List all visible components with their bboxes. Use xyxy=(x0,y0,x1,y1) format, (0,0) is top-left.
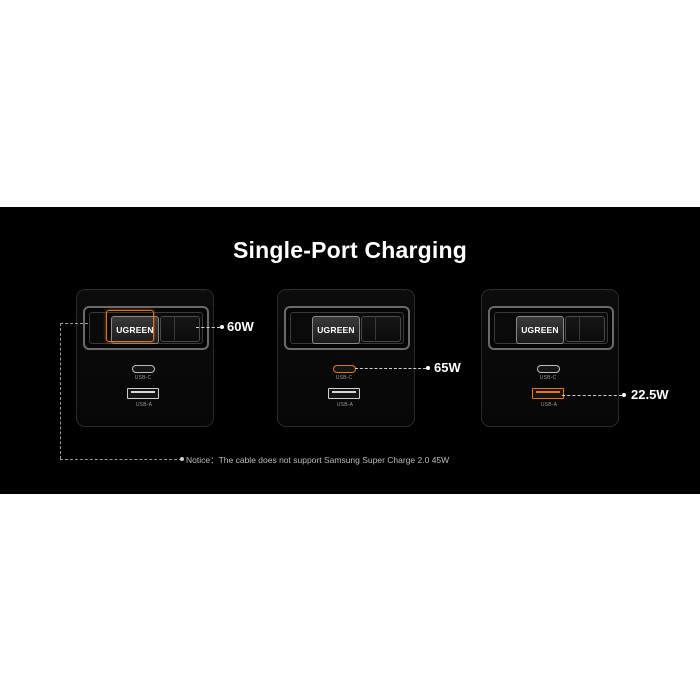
notice-connector-bottom xyxy=(60,459,182,460)
callout-line-3 xyxy=(562,395,622,396)
usb-a-label: USB-A xyxy=(336,402,354,408)
stored-cable xyxy=(361,316,401,342)
charger-unit-3: UGREEN USB-C USB-A xyxy=(481,289,619,429)
cable-seam xyxy=(174,316,175,340)
charger-body: UGREEN USB-C USB-A xyxy=(76,289,214,427)
brand-logo: UGREEN xyxy=(312,316,360,344)
watt-label-3: 22.5W xyxy=(631,387,669,402)
usb-a-label: USB-A xyxy=(540,402,558,408)
charger-top-edge xyxy=(490,289,610,294)
charger-body: UGREEN USB-C USB-A xyxy=(481,289,619,427)
usb-c-port xyxy=(132,365,155,373)
callout-dot-3 xyxy=(622,393,626,397)
usb-c-label: USB-C xyxy=(539,375,557,381)
page-title: Single-Port Charging xyxy=(233,237,467,263)
usb-c-port-active xyxy=(333,365,356,373)
usb-a-port-active xyxy=(532,388,564,399)
integrated-cable-slot: UGREEN xyxy=(83,306,209,350)
cable-recess: UGREEN xyxy=(290,312,404,344)
usb-a-tongue xyxy=(332,391,356,393)
charger-unit-1: UGREEN USB-C USB-A xyxy=(76,289,214,429)
integrated-cable-slot: UGREEN xyxy=(488,306,614,350)
watt-label-1: 60W xyxy=(227,319,254,334)
stored-cable xyxy=(565,316,605,342)
stored-cable xyxy=(160,316,200,342)
callout-dot-1 xyxy=(220,325,224,329)
callout-line-1 xyxy=(196,327,220,328)
charger-body: UGREEN USB-C USB-A xyxy=(277,289,415,427)
cable-recess: UGREEN xyxy=(89,312,203,344)
cable-seam xyxy=(579,316,580,340)
cable-recess: UGREEN xyxy=(494,312,608,344)
brand-logo: UGREEN xyxy=(516,316,564,344)
usb-a-label: USB-A xyxy=(135,402,153,408)
callout-line-2 xyxy=(355,368,426,369)
usb-a-tongue xyxy=(536,391,560,393)
notice-dot xyxy=(180,457,184,461)
charger-top-edge xyxy=(286,289,406,294)
cable-seam xyxy=(375,316,376,340)
banner-panel: Single-Port Charging UGREEN USB-C USB-A … xyxy=(0,207,700,494)
usb-a-port xyxy=(127,388,159,399)
charger-unit-2: UGREEN USB-C USB-A xyxy=(277,289,415,429)
callout-dot-2 xyxy=(426,366,430,370)
usb-c-port xyxy=(537,365,560,373)
integrated-cable-slot: UGREEN xyxy=(284,306,410,350)
charger-top-edge xyxy=(85,289,205,294)
usb-c-label: USB-C xyxy=(335,375,353,381)
notice-text: Notice：The cable does not support Samsun… xyxy=(186,455,450,465)
usb-c-label: USB-C xyxy=(134,375,152,381)
usb-a-port xyxy=(328,388,360,399)
active-port-highlight xyxy=(106,310,154,342)
usb-a-tongue xyxy=(131,391,155,393)
watt-label-2: 65W xyxy=(434,360,461,375)
notice-connector-vertical xyxy=(60,323,61,459)
notice-connector-top xyxy=(60,323,88,324)
